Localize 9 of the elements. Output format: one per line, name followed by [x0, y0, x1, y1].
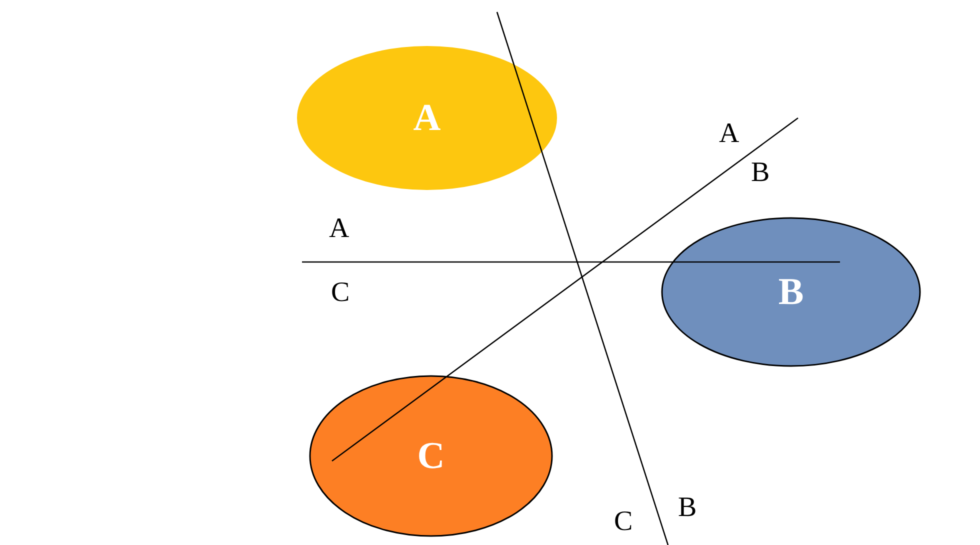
side-label: A — [329, 215, 350, 243]
side-label: C — [331, 279, 350, 307]
side-label: A — [719, 120, 740, 148]
region-label: B — [777, 270, 805, 314]
region-label: C — [416, 434, 446, 478]
side-label: C — [614, 508, 633, 536]
side-label: B — [678, 494, 697, 522]
side-label: B — [751, 159, 770, 187]
region-label: A — [412, 96, 442, 140]
